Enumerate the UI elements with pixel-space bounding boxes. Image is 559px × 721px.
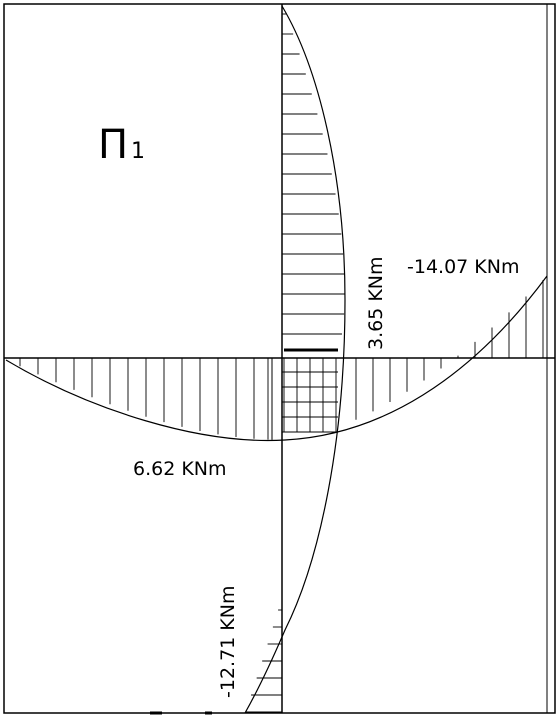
beam-right-hatching — [355, 279, 544, 420]
beam-left-hatching — [19, 358, 273, 440]
overlap-grid-hatching — [282, 358, 338, 433]
frame-structure — [3, 3, 556, 715]
column-bottom-moment-label: -12.71 KNm — [217, 586, 239, 698]
column-top-hatching — [282, 13, 345, 335]
beam-left-moment-label: 6.62 KNm — [133, 458, 227, 480]
title-symbol: Π — [98, 122, 128, 168]
top-right-moment-label: -14.07 KNm — [407, 256, 519, 278]
column-moment-curve — [244, 5, 346, 714]
beam-moment-curve — [5, 275, 548, 442]
title-subscript: 1 — [131, 139, 145, 164]
column-top-moment-label: 3.65 KNm — [365, 256, 387, 350]
column-bottom-hatching — [245, 609, 282, 713]
